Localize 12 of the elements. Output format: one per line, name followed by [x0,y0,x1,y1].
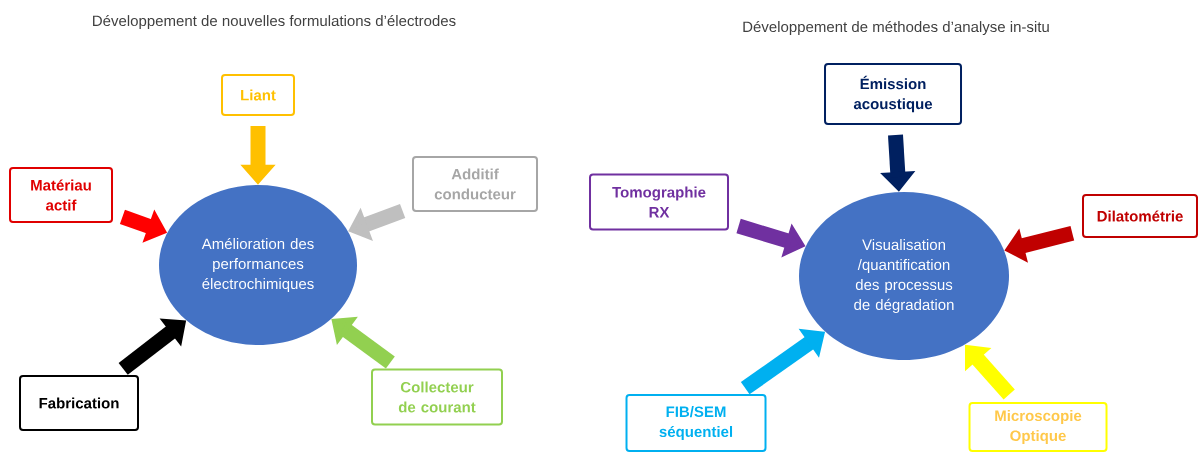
label-box: Fabrication [19,375,139,431]
label-box: Microscopie Optique [968,402,1108,452]
label-box: FIB/SEM séquentiel [625,394,767,452]
label-box: Liant [221,74,295,116]
label-box: Additif conducteur [412,156,538,212]
heading: Développement de méthodes d’analyse in-situ [743,20,1049,36]
label-box: Émission acoustique [824,63,962,125]
label-box: Tomographie RX [589,173,729,231]
label-box: Matériau actif [9,167,113,223]
label-box: Collecteur de courant [371,368,503,426]
heading: Développement de nouvelles formulations d’électrodes [93,14,456,30]
label-box: Dilatométrie [1082,194,1198,238]
